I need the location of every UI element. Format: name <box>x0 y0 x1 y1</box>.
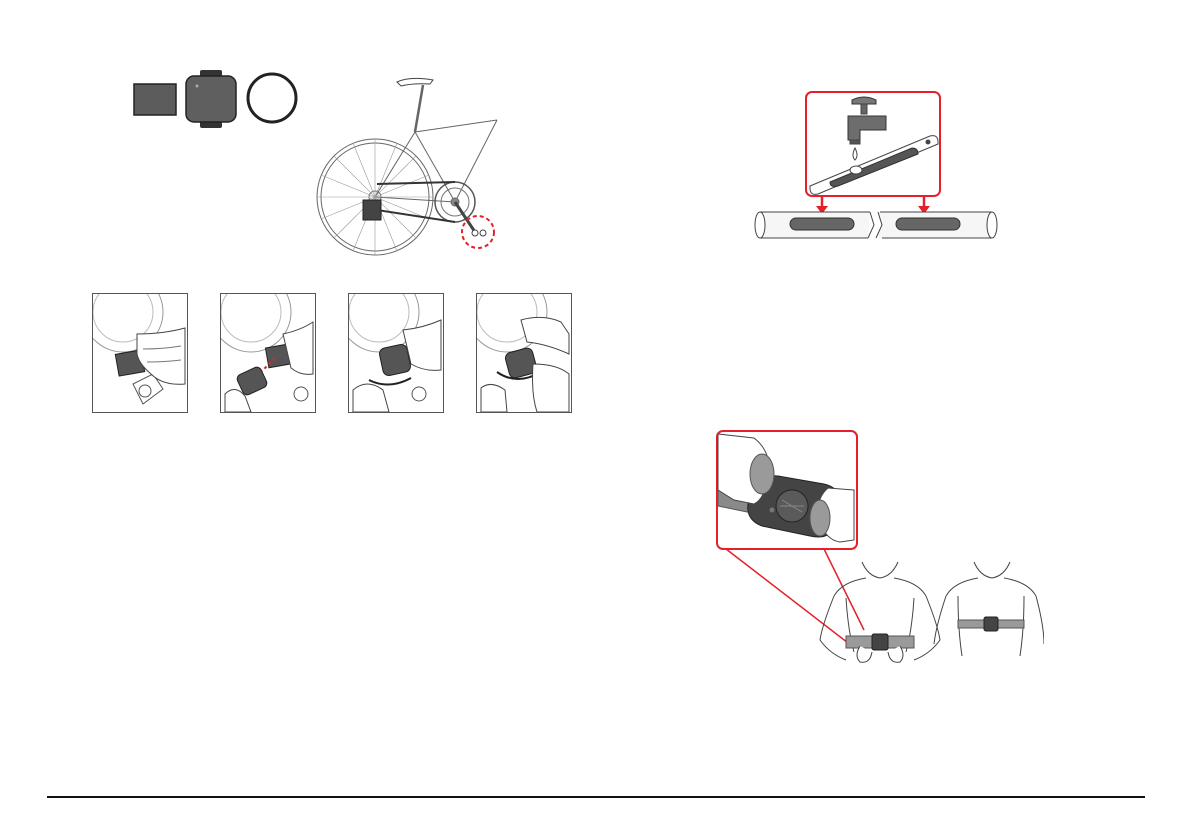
chest-strap-electrode-icon <box>810 136 938 195</box>
water-tap-icon <box>848 97 886 144</box>
rubber-pad-icon <box>134 84 176 115</box>
rubber-band-icon <box>248 74 296 122</box>
sensor-mounting-step-4 <box>476 293 572 413</box>
bicycle-crank-location-figure <box>315 72 505 270</box>
wet-electrodes-figure <box>752 90 1000 242</box>
sensor-parts-figure <box>130 70 310 130</box>
bicycle-icon <box>317 78 497 255</box>
footer-divider <box>47 796 1145 798</box>
sensor-mounting-step-3 <box>348 293 444 413</box>
water-drop-icon <box>853 148 857 160</box>
torso-icon <box>820 562 1044 662</box>
sensor-mounting-step-2 <box>220 293 316 413</box>
wear-heart-rate-strap-figure <box>714 430 1044 676</box>
cadence-sensor-icon <box>186 70 236 128</box>
sensor-mounting-step-1 <box>92 293 188 413</box>
